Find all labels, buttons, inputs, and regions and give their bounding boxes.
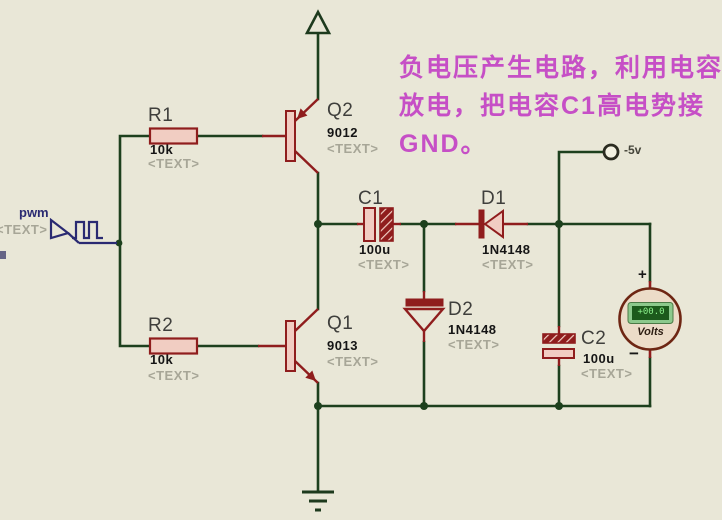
annotation-line-1: 负电压产生电路，利用电容 — [399, 54, 722, 82]
pwm-input-symbol — [49, 217, 117, 245]
meter-plus-label: + — [638, 266, 647, 283]
meter-display: +00.0 — [637, 307, 665, 317]
transistor-q2-symbol — [262, 98, 319, 174]
ground-symbol — [302, 490, 334, 512]
edge-artifact — [0, 251, 6, 259]
r1-text-label: <TEXT> — [148, 156, 200, 171]
q1-text-label: <TEXT> — [327, 354, 379, 369]
c2-ref-label: C2 — [581, 328, 607, 349]
c1-value-label: 100u — [359, 242, 391, 257]
capacitor-c2-symbol — [542, 326, 576, 366]
wires — [118, 31, 652, 493]
q2-text-label: <TEXT> — [327, 141, 379, 156]
diode-d2-symbol — [402, 291, 446, 342]
junction-dots — [115, 220, 563, 410]
resistor-r2-symbol — [148, 337, 199, 355]
q1-value-label: 9013 — [327, 338, 358, 353]
d1-value-label: 1N4148 — [482, 242, 531, 257]
r1-value-label: 10k — [150, 142, 174, 157]
d1-text-label: <TEXT> — [482, 257, 534, 272]
r2-ref-label: R2 — [148, 315, 174, 336]
r2-value-label: 10k — [150, 352, 174, 367]
d1-ref-label: D1 — [481, 188, 507, 209]
annotation-line-3: GND。 — [399, 130, 488, 158]
power-arrow-symbol — [304, 9, 332, 35]
c1-text-label: <TEXT> — [358, 257, 410, 272]
meter-unit-label: Volts — [637, 326, 664, 338]
neg5v-label: -5v — [624, 143, 642, 157]
annotation-line-2: 放电，把电容C1高电势接 — [399, 92, 705, 120]
q2-ref-label: Q2 — [327, 100, 354, 121]
capacitor-c1-symbol — [357, 207, 401, 242]
terminal-neg5v-symbol — [602, 143, 620, 161]
diode-d1-symbol — [455, 209, 528, 239]
d2-text-label: <TEXT> — [448, 337, 500, 352]
transistor-q1-symbol — [258, 308, 319, 384]
r2-text-label: <TEXT> — [148, 368, 200, 383]
d2-value-label: 1N4148 — [448, 322, 497, 337]
c2-value-label: 100u — [583, 351, 615, 366]
q2-value-label: 9012 — [327, 125, 358, 140]
resistor-r1-symbol — [148, 127, 199, 145]
c2-text-label: <TEXT> — [581, 366, 633, 381]
pwm-text-label: <TEXT> — [0, 222, 48, 237]
meter-minus-label: − — [629, 344, 639, 363]
pwm-label: pwm — [19, 205, 49, 220]
d2-ref-label: D2 — [448, 299, 474, 320]
c1-ref-label: C1 — [358, 188, 384, 209]
voltmeter-symbol — [618, 281, 682, 358]
r1-ref-label: R1 — [148, 105, 174, 126]
q1-ref-label: Q1 — [327, 313, 354, 334]
